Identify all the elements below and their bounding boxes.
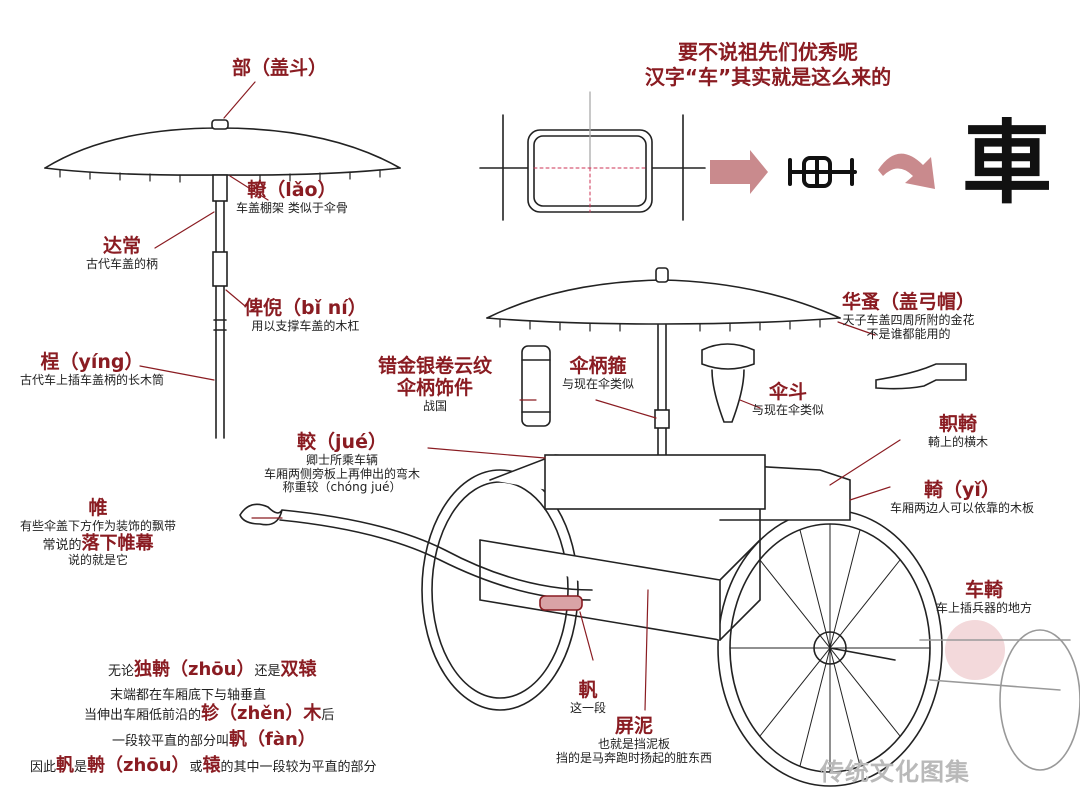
main-umbrella-canopy: [486, 267, 841, 501]
label-cheyi-sub: 车上插兵器的地方: [936, 600, 1033, 615]
carriage-box: [479, 454, 851, 641]
label-fan: 軓 这一段: [570, 679, 607, 716]
top-view-chariot: [479, 91, 706, 221]
label-dachang-sub: 古代车盖的柄: [86, 256, 159, 271]
label-ying: 桯（yíng） 古代车上插车盖柄的长木筒: [20, 351, 165, 388]
label-cuojin-title1: 错金银卷云纹: [378, 355, 493, 377]
bottom-line-4: 一段较平直的部分叫軓（fàn）: [112, 729, 316, 751]
watermark: 传统文化图集: [820, 758, 970, 786]
right-leader-lines: [251, 321, 901, 711]
bottom-l1-d: 双辕: [280, 659, 317, 680]
left-leader-lines: [139, 81, 269, 381]
label-huazao: 华蚤（盖弓帽） 天子车盖四周所附的金花 不是谁都能用的: [842, 291, 976, 341]
label-wei: 帷 有些伞盖下方作为装饰的飘带 常说的落下帷幕 说的就是它: [20, 497, 177, 568]
label-bini-title: 俾倪（bǐ ní）: [244, 297, 367, 319]
label-bu-title: 部（盖斗）: [232, 57, 328, 79]
label-cuojin-title2: 伞柄饰件: [397, 376, 474, 399]
bottom-line-2: 末端都在车厢底下与轴垂直: [110, 685, 266, 704]
transition-arrows: [710, 150, 935, 194]
bottom-l5-c: 是: [74, 760, 88, 775]
label-jue-sub3: 称重较（chóng jué）: [282, 480, 402, 495]
label-wei-sub2b: 落下帷幕: [81, 532, 154, 554]
bottom-l3-b: 轸（zhěn）木: [201, 703, 322, 724]
label-cuojin: 错金银卷云纹 伞柄饰件 战国: [378, 355, 493, 413]
label-cuojin-sub: 战国: [423, 398, 448, 413]
label-wei-title: 帷: [88, 497, 108, 519]
label-wei-sub2a: 常说的: [42, 537, 82, 553]
label-wei-sub1: 有些伞盖下方作为装饰的飘带: [20, 518, 177, 533]
label-jue-title: 較（jué）: [297, 431, 387, 453]
label-yi: 輢（yǐ） 车厢两边人可以依靠的木板: [890, 479, 1035, 516]
label-dachang: 达常 古代车盖的柄: [86, 235, 159, 272]
label-sanbingge: 伞柄箍 与现在伞类似: [562, 355, 635, 392]
label-sandou-sub: 与现在伞类似: [752, 402, 825, 417]
label-jue-sub1: 卿士所乘车辆: [306, 452, 379, 467]
title-line-1: 要不说祖先们优秀呢: [678, 40, 858, 64]
modern-car-glyph: 車: [962, 110, 1052, 216]
label-jue: 較（jué） 卿士所乘车辆 车厢两侧旁板上再伸出的弯木 称重较（chóng ju…: [264, 431, 421, 495]
wheels: [421, 469, 943, 787]
label-pingni-title: 屏泥: [615, 715, 654, 737]
bottom-l3-a: 当伸出车厢低前沿的: [84, 708, 202, 723]
label-lao-sub: 车盖棚架 类似于伞骨: [236, 200, 348, 215]
bottom-l5-d: 輈（zhōu）: [87, 755, 190, 776]
label-yi-sub: 车厢两边人可以依靠的木板: [890, 500, 1035, 515]
bottom-line-5: 因此軓是輈（zhōu）或辕的其中一段较为平直的部分: [30, 755, 377, 777]
left-umbrella-pole: [212, 174, 228, 439]
label-cheyi-title: 车輢: [965, 579, 1004, 601]
left-umbrella-canopy: [44, 119, 401, 183]
label-sandou-title: 伞斗: [769, 381, 808, 403]
label-huazao-sub2: 不是谁都能用的: [866, 326, 951, 341]
label-lao-title: 轑（lǎo）: [247, 179, 337, 201]
label-huazao-title: 华蚤（盖弓帽）: [842, 291, 976, 313]
label-bini: 俾倪（bǐ ní） 用以支撑车盖的木杠: [244, 297, 367, 334]
label-zhiyi: 軹輢 輢上的横木: [928, 413, 989, 450]
bottom-l4-a: 一段较平直的部分叫: [112, 734, 230, 749]
page-title: 要不说祖先们优秀呢 汉字“车”其实就是这么来的: [608, 40, 928, 90]
bottom-line-1: 无论独輈（zhōu）还是双辕: [108, 659, 317, 681]
label-jue-sub2: 车厢两侧旁板上再伸出的弯木: [264, 466, 421, 481]
bottom-l5-a: 因此: [30, 760, 57, 775]
ornament-pieces: [521, 343, 967, 427]
label-zhiyi-title: 軹輢: [939, 413, 978, 435]
title-line-2: 汉字“车”其实就是这么来的: [644, 65, 892, 89]
label-lao: 轑（lǎo） 车盖棚架 类似于伞骨: [236, 179, 348, 216]
bottom-l3-c: 后: [321, 708, 335, 723]
label-huazao-sub1: 天子车盖四周所附的金花: [842, 312, 975, 327]
label-pingni: 屏泥 也就是挡泥板 挡的是马奔跑时扬起的脏东西: [556, 715, 713, 765]
label-pingni-sub2: 挡的是马奔跑时扬起的脏东西: [556, 750, 713, 765]
label-fan-sub: 这一段: [570, 700, 607, 715]
label-ying-sub: 古代车上插车盖柄的长木筒: [20, 372, 165, 387]
bottom-l1-a: 无论: [108, 664, 135, 679]
label-zhiyi-sub: 輢上的横木: [928, 434, 989, 449]
label-bu: 部（盖斗）: [232, 57, 328, 80]
bottom-l1-b: 独輈（zhōu）: [134, 659, 255, 680]
label-pingni-sub1: 也就是挡泥板: [598, 736, 671, 751]
label-yi-title: 輢（yǐ）: [924, 479, 1000, 501]
label-ying-title: 桯（yíng）: [40, 351, 144, 373]
partial-chariot-right: [919, 620, 1080, 771]
label-cheyi: 车輢 车上插兵器的地方: [936, 579, 1033, 616]
bottom-l5-b: 軓: [56, 755, 75, 776]
bottom-l5-g: 的其中一段较为平直的部分: [220, 760, 377, 775]
bottom-l1-c: 还是: [254, 664, 281, 679]
label-wei-sub3: 说的就是它: [68, 553, 129, 568]
label-sanbingge-title: 伞柄箍: [569, 355, 627, 377]
bottom-l4-b: 軓（fàn）: [229, 729, 316, 750]
bottom-l5-e: 或: [189, 760, 203, 775]
label-bini-sub: 用以支撑车盖的木杠: [251, 318, 360, 333]
label-sanbingge-sub: 与现在伞类似: [562, 376, 635, 391]
bottom-l2: 末端都在车厢底下与轴垂直: [110, 688, 267, 703]
bottom-l5-f: 辕: [202, 755, 221, 776]
label-fan-title: 軓: [578, 679, 598, 701]
chariot-shaft: [239, 503, 593, 611]
bottom-line-3: 当伸出车厢低前沿的轸（zhěn）木后: [84, 703, 335, 725]
label-dachang-title: 达常: [103, 235, 142, 257]
ancient-car-glyph: [788, 156, 857, 188]
label-sandou: 伞斗 与现在伞类似: [752, 381, 825, 418]
